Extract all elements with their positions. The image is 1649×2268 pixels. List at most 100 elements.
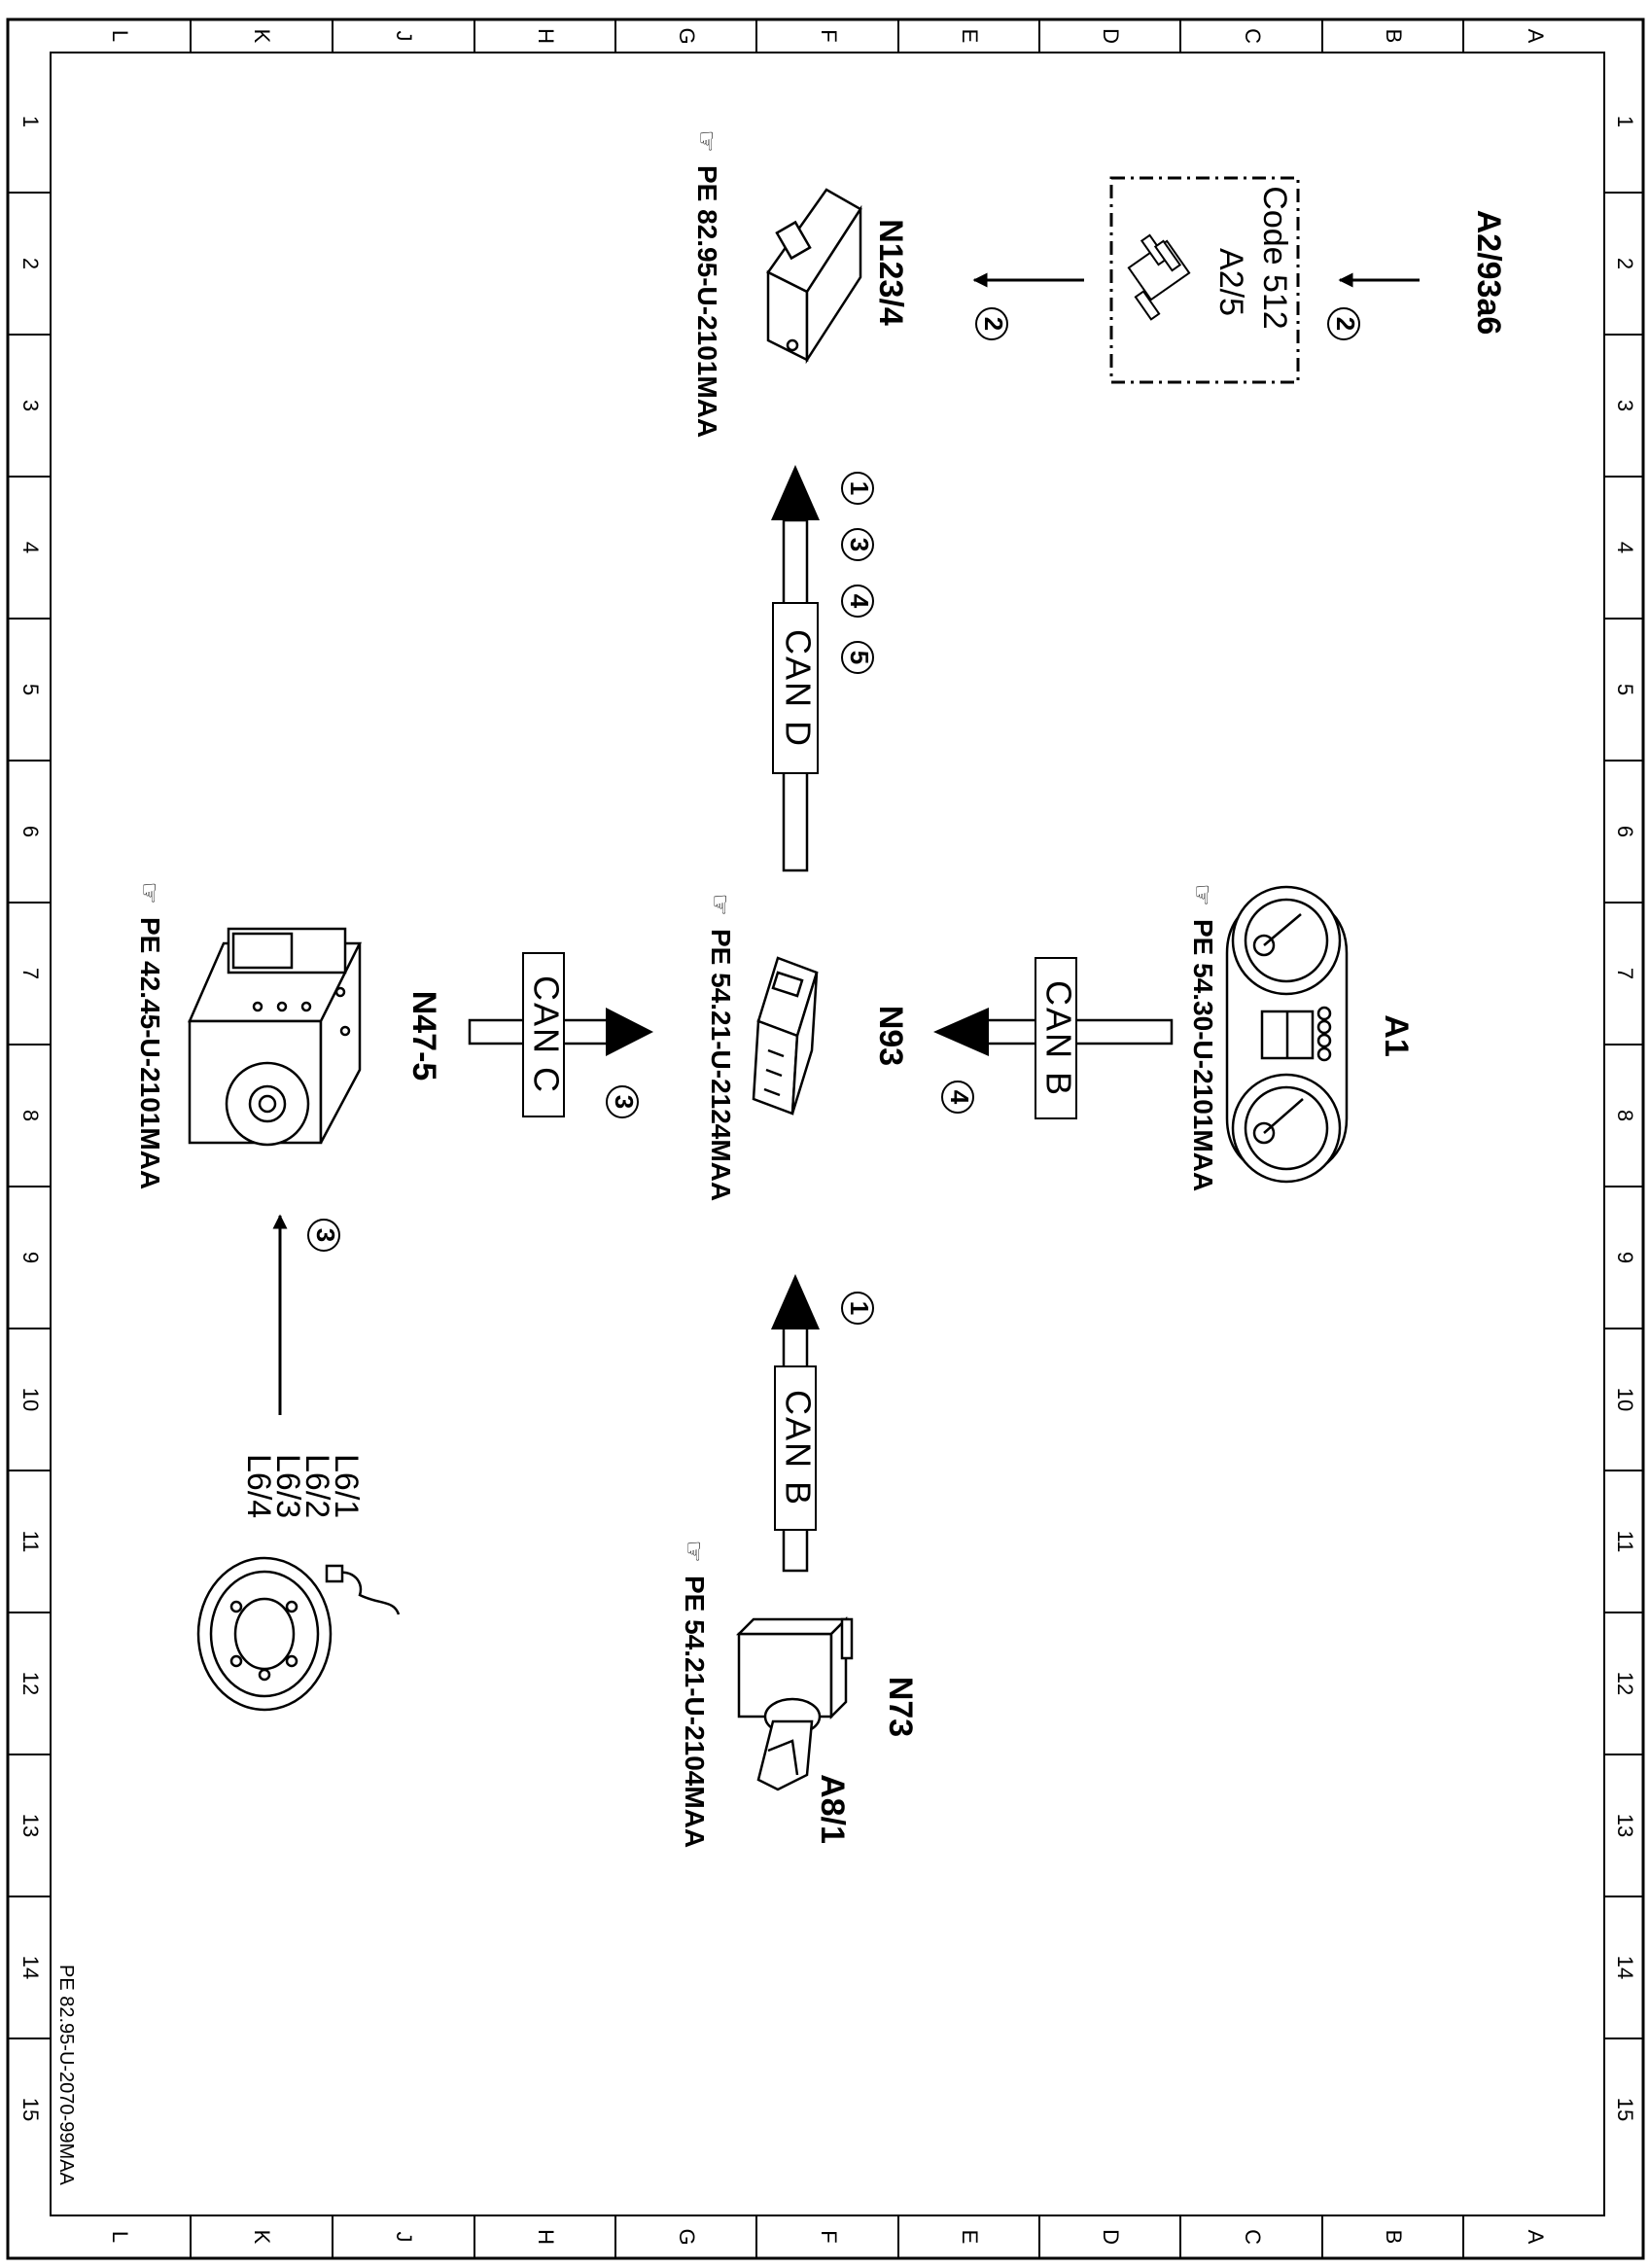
label-n73: N73 xyxy=(882,1677,919,1737)
ref-n123-4: PE 82.95-U-2101MAA xyxy=(692,165,722,438)
can-b-n73-label-box xyxy=(774,1365,817,1531)
grid-letter: C xyxy=(1241,2229,1265,2245)
label-a1: A1 xyxy=(1378,1014,1415,1056)
can-b-a1-label-box xyxy=(1035,957,1077,1119)
grid-letter: H xyxy=(534,28,558,44)
label-n47-5: N47-5 xyxy=(405,991,442,1081)
grid-number: 2 xyxy=(1613,258,1637,269)
grid-number: 8 xyxy=(18,1110,43,1121)
grid-letter: L xyxy=(108,30,132,42)
grid-number: 4 xyxy=(18,542,43,553)
relay-icon xyxy=(1127,233,1191,321)
ref-n47-5: PE 42.45-U-2101MAA xyxy=(135,917,165,1189)
grid-numbers-right: 1 2 3 4 5 6 7 8 9 10 11 12 13 14 15 xyxy=(1613,116,1637,2121)
label-n93: N93 xyxy=(872,1006,909,1066)
badge-number: 1 xyxy=(845,1301,874,1315)
badge-number: 3 xyxy=(311,1228,340,1242)
grid-number: 15 xyxy=(1613,2098,1637,2121)
grid-letter: K xyxy=(250,29,274,44)
grid-number: 12 xyxy=(1613,1672,1637,1695)
label-code-512: Code 512 xyxy=(1256,186,1293,329)
grid-letter: C xyxy=(1241,28,1265,44)
can-b-n73-label: CAN B xyxy=(778,1390,818,1506)
grid-letter: B xyxy=(1382,29,1406,44)
can-d-arrowhead xyxy=(771,465,820,520)
grid-ticks xyxy=(8,19,1643,2258)
grid-letter: D xyxy=(1099,28,1123,44)
pointer-icon: ☞ xyxy=(1188,883,1217,905)
badge-number: 3 xyxy=(845,538,874,551)
grid-number: 7 xyxy=(18,968,43,979)
label-a8-1: A8/1 xyxy=(814,1774,851,1844)
grid-number: 3 xyxy=(1613,400,1637,411)
ref-n73: PE 54.21-U-2104MAA xyxy=(680,1576,710,1848)
grid-number: 11 xyxy=(1613,1531,1637,1553)
grid-numbers-left: 1 2 3 4 5 6 7 8 9 10 11 12 13 14 15 xyxy=(18,116,43,2121)
grid-number: 4 xyxy=(1613,542,1637,553)
grid-number: 5 xyxy=(18,684,43,695)
badge-circle xyxy=(1327,307,1360,340)
grid-letter: L xyxy=(108,2231,132,2243)
grid-number: 11 xyxy=(18,1531,43,1553)
grid-number: 3 xyxy=(18,400,43,411)
instrument-cluster-icon xyxy=(1225,885,1349,1184)
label-l6-1: L6/1 xyxy=(328,1454,365,1518)
grid-letter: K xyxy=(250,2230,274,2245)
can-c-arrowhead xyxy=(606,1008,653,1056)
can-b-a1-arrowhead xyxy=(933,1008,989,1056)
badge-number: 4 xyxy=(845,594,874,609)
can-d-badges: 1 3 4 5 xyxy=(841,472,874,674)
grid-number: 9 xyxy=(18,1252,43,1263)
grid-number: 13 xyxy=(18,1814,43,1837)
badge-number: 3 xyxy=(610,1095,639,1109)
grid-number: 2 xyxy=(18,258,43,269)
grid-number: 15 xyxy=(18,2098,43,2121)
grid-number: 10 xyxy=(1613,1388,1637,1411)
can-c-label-box xyxy=(522,952,565,1117)
grid-letters-bottom: L K J H G F E D C B A xyxy=(108,2228,1548,2245)
grid-number: 12 xyxy=(18,1672,43,1695)
option-code-box xyxy=(1109,176,1300,384)
grid-number: 6 xyxy=(1613,826,1637,837)
grid-number: 8 xyxy=(1613,1110,1637,1121)
label-n123-4: N123/4 xyxy=(872,219,909,326)
module-n123-4-icon xyxy=(766,188,862,365)
label-l6-2: L6/2 xyxy=(298,1454,335,1518)
grid-letter: H xyxy=(534,2229,558,2245)
badge-number: 5 xyxy=(845,651,874,664)
label-l6-4: L6/4 xyxy=(240,1454,277,1518)
label-l6-3: L6/3 xyxy=(269,1454,306,1518)
badge-circle xyxy=(606,1085,639,1118)
label-a2-93a6: A2/93a6 xyxy=(1470,210,1507,336)
badge-number: 4 xyxy=(945,1090,974,1105)
badge-number: 2 xyxy=(1331,317,1360,331)
grid-letter: D xyxy=(1099,2229,1123,2245)
can-c-label: CAN C xyxy=(526,975,566,1094)
grid-letter: J xyxy=(392,31,416,42)
document-id: PE 82.95-U-2070-99MAA xyxy=(55,1965,77,2185)
can-d-label-box xyxy=(772,602,819,774)
outer-frame xyxy=(6,18,1645,2260)
pointer-icon: ☞ xyxy=(706,893,735,915)
esp-hydraulic-unit-icon xyxy=(188,927,363,1147)
grid-letters-top: L K J H G F E D C B A xyxy=(108,27,1548,44)
grid-number: 7 xyxy=(1613,968,1637,979)
pointer-icon: ☞ xyxy=(135,881,164,904)
wheel-speed-sensor-icon xyxy=(196,1556,401,1712)
grid-number: 14 xyxy=(1613,1956,1637,1979)
module-n93-icon xyxy=(752,956,819,1116)
can-b-a1-label: CAN B xyxy=(1038,980,1078,1097)
grid-letter: A xyxy=(1524,2230,1548,2245)
grid-number: 14 xyxy=(18,1956,43,1979)
ignition-switch-icon xyxy=(735,1615,854,1791)
badge-circle xyxy=(307,1219,340,1252)
badge-circle xyxy=(975,307,1008,340)
badge-circle xyxy=(941,1081,974,1114)
grid-letter: F xyxy=(817,29,841,42)
can-b-n73-arrowhead xyxy=(771,1274,820,1329)
grid-number: 1 xyxy=(18,116,43,127)
grid-number: 5 xyxy=(1613,684,1637,695)
grid-letter: A xyxy=(1524,29,1548,44)
can-d-label: CAN D xyxy=(778,629,818,748)
